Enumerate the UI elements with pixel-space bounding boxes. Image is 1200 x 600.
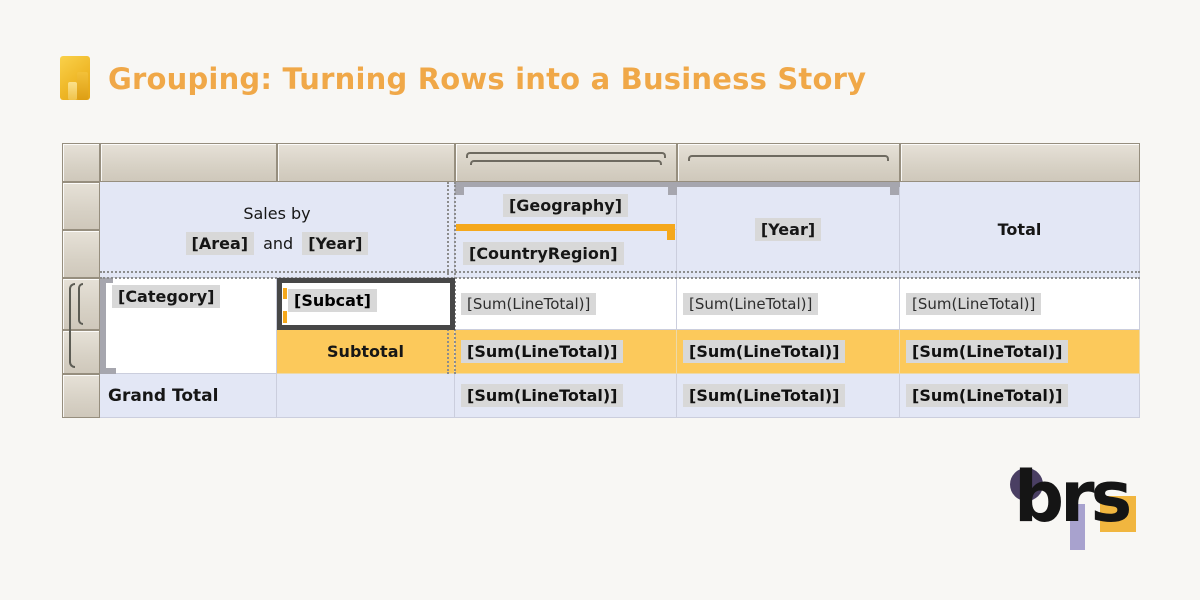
corner-cell[interactable]	[62, 143, 100, 182]
cell-year[interactable]: [Year]	[677, 182, 900, 278]
column-group-bracket-inner-icon	[470, 160, 662, 165]
subcat-grip-bottom	[283, 311, 287, 323]
detail-sum-field[interactable]: [Sum(LineTotal)]	[906, 292, 1042, 315]
column-handle-geography[interactable]	[455, 143, 677, 182]
cell-subtotal-label[interactable]: Subtotal	[277, 330, 455, 374]
column-group-bracket-outer-icon	[466, 152, 666, 158]
sales-by-fields-line: [Area] and [Year]	[185, 232, 369, 255]
logo-rect-shape	[1070, 504, 1085, 550]
cell-category[interactable]: [Category]	[100, 278, 277, 374]
field-area[interactable]: [Area]	[185, 232, 255, 255]
title-block: Grouping: Turning Rows into a Business S…	[60, 56, 866, 102]
subtotal-sum-geography[interactable]: [Sum(LineTotal)]	[455, 330, 677, 374]
total-label: Total	[997, 220, 1042, 239]
detail-sum-field[interactable]: [Sum(LineTotal)]	[461, 292, 597, 315]
column-handle-subcat[interactable]	[277, 143, 455, 182]
field-category[interactable]: [Category]	[112, 285, 221, 308]
column-handle-year[interactable]	[677, 143, 900, 182]
selection-tab-middle	[668, 187, 677, 195]
field-subcat[interactable]: [Subcat]	[288, 289, 377, 312]
cell-geography[interactable]: [Geography]	[455, 182, 677, 230]
field-geography[interactable]: [Geography]	[502, 194, 628, 217]
subtotal-sum-year[interactable]: [Sum(LineTotal)]	[677, 330, 900, 374]
cell-country-region[interactable]: [CountryRegion]	[455, 230, 677, 278]
column-handle-total[interactable]	[900, 143, 1140, 182]
subtotal-sum-total[interactable]: [Sum(LineTotal)]	[900, 330, 1140, 374]
subtotal-sum-field[interactable]: [Sum(LineTotal)]	[906, 340, 1069, 363]
detail-sum-year[interactable]: [Sum(LineTotal)]	[677, 278, 900, 330]
grand-total-sum-field[interactable]: [Sum(LineTotal)]	[906, 384, 1069, 407]
row-handle-header-1[interactable]	[62, 182, 100, 230]
subtotal-label: Subtotal	[327, 342, 404, 361]
column-group-selection-bar	[455, 182, 900, 187]
and-text: and	[263, 234, 294, 253]
logo-text: brs	[1014, 456, 1132, 538]
grand-total-sum-field[interactable]: [Sum(LineTotal)]	[461, 384, 624, 407]
column-handle-category[interactable]	[100, 143, 277, 182]
grand-total-sum-total[interactable]: [Sum(LineTotal)]	[900, 374, 1140, 418]
logo-circle-shape	[1010, 468, 1043, 501]
bar-chart-icon	[60, 56, 96, 102]
cell-grand-total-label[interactable]: Grand Total	[100, 374, 277, 418]
row-group-selection-tab-bottom	[100, 368, 116, 374]
group-divider-accent-hook	[667, 231, 675, 240]
field-year-inline[interactable]: [Year]	[302, 232, 369, 255]
detail-sum-geography[interactable]: [Sum(LineTotal)]	[455, 278, 677, 330]
dotted-column-boundary-right	[454, 182, 456, 374]
subtotal-sum-field[interactable]: [Sum(LineTotal)]	[683, 340, 846, 363]
group-divider-accent-bar	[456, 224, 675, 231]
subcat-grip-top	[283, 288, 287, 299]
cell-subcat-selected[interactable]: [Subcat]	[277, 278, 455, 330]
subtotal-sum-field[interactable]: [Sum(LineTotal)]	[461, 340, 624, 363]
row-group-bracket-outer-icon	[69, 283, 75, 368]
row-group-selection-tab-top	[100, 278, 113, 283]
dotted-row-boundary-upper	[100, 271, 1140, 273]
selection-tab-right	[890, 187, 899, 195]
sales-by-text: Sales by	[243, 204, 311, 223]
cell-grand-total-empty[interactable]	[277, 374, 455, 418]
detail-sum-field[interactable]: [Sum(LineTotal)]	[683, 292, 819, 315]
column-group-bracket-icon	[688, 155, 889, 161]
row-handle-header-2[interactable]	[62, 230, 100, 278]
dotted-row-boundary-lower	[100, 277, 1140, 279]
row-handle-subtotal[interactable]	[62, 330, 100, 374]
grand-total-sum-field[interactable]: [Sum(LineTotal)]	[683, 384, 846, 407]
cell-total-header[interactable]: Total	[900, 182, 1140, 278]
detail-sum-total[interactable]: [Sum(LineTotal)]	[900, 278, 1140, 330]
brand-logo: brs	[1000, 456, 1160, 562]
selection-tab-left	[455, 187, 464, 195]
grand-total-label: Grand Total	[108, 385, 219, 406]
logo-square-shape	[1100, 496, 1136, 532]
field-year[interactable]: [Year]	[754, 218, 822, 241]
row-group-bracket-inner-icon	[78, 283, 83, 325]
grand-total-sum-geography[interactable]: [Sum(LineTotal)]	[455, 374, 677, 418]
page-title: Grouping: Turning Rows into a Business S…	[108, 62, 867, 96]
row-handle-grand-total[interactable]	[62, 374, 100, 418]
cell-sales-by[interactable]: Sales by [Area] and [Year]	[100, 182, 455, 278]
row-group-selection-bar	[100, 278, 106, 374]
field-country-region[interactable]: [CountryRegion]	[463, 242, 624, 265]
grand-total-sum-year[interactable]: [Sum(LineTotal)]	[677, 374, 900, 418]
